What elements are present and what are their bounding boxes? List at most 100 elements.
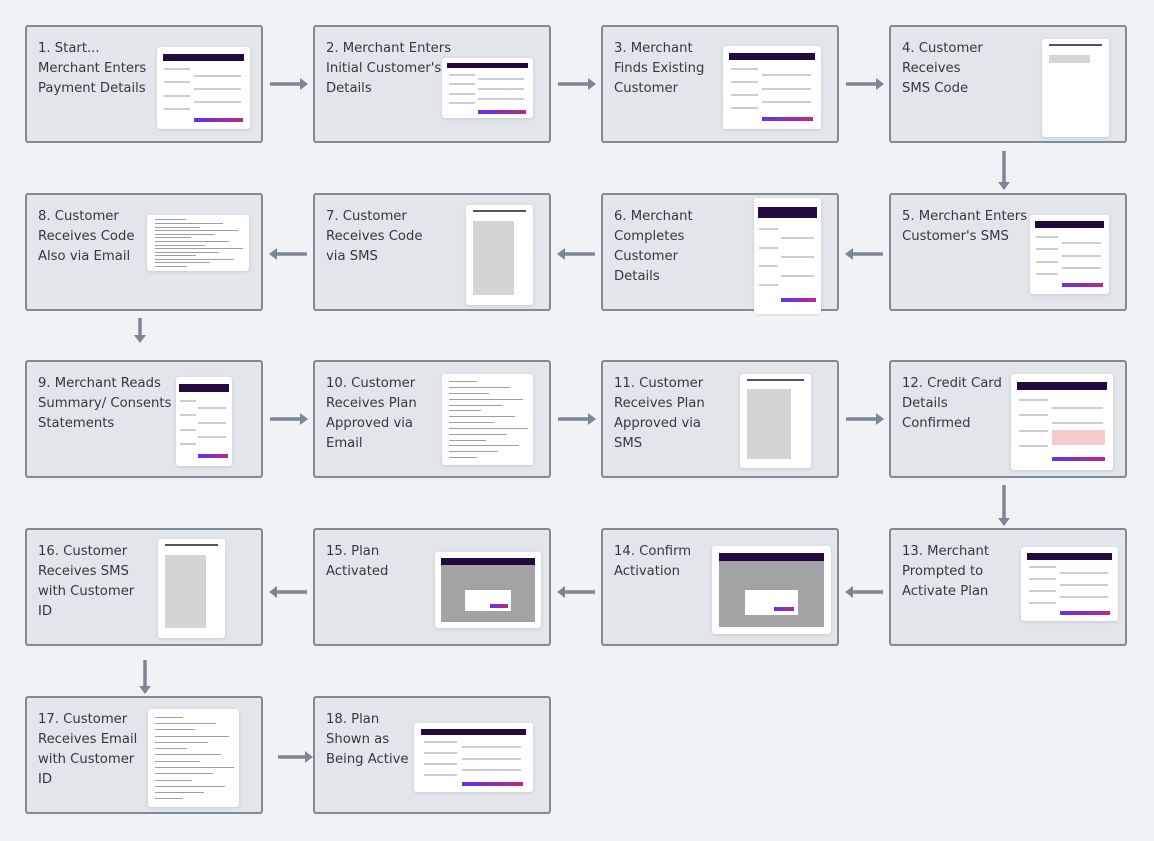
arrow-right bbox=[846, 413, 884, 425]
text-line bbox=[423, 774, 457, 777]
text-line bbox=[155, 779, 192, 781]
app-header-bar bbox=[179, 384, 229, 393]
step-label-line: 5. Merchant Enters bbox=[902, 209, 1028, 224]
step-label-line: Prompted to bbox=[902, 564, 984, 579]
text-line bbox=[423, 763, 457, 766]
screenshot-thumbnail-email-screen bbox=[148, 709, 239, 807]
screenshot-thumbnail-email-screen bbox=[147, 215, 249, 271]
text-line bbox=[155, 773, 213, 775]
step-label-line: Shown as bbox=[326, 732, 390, 747]
app-header-bar bbox=[1034, 221, 1105, 229]
text-line bbox=[155, 266, 187, 268]
text-line bbox=[730, 67, 759, 70]
screenshot-thumbnail-email-screen bbox=[442, 374, 533, 465]
arrow-right bbox=[270, 78, 308, 90]
primary-button bbox=[478, 109, 526, 114]
step-label-line: 1. Start... bbox=[38, 41, 100, 56]
arrow-left bbox=[557, 586, 595, 598]
arrow-left bbox=[557, 248, 595, 260]
text-line bbox=[194, 88, 241, 90]
step-label-line: 8. Customer bbox=[38, 209, 119, 224]
step-label-line: 3. Merchant bbox=[614, 41, 693, 56]
text-line bbox=[1019, 398, 1048, 401]
text-line bbox=[155, 233, 215, 235]
text-line bbox=[762, 100, 812, 103]
app-header-bar bbox=[421, 728, 526, 735]
text-line bbox=[449, 422, 494, 424]
step-label-line: Customer bbox=[614, 249, 679, 264]
text-line bbox=[780, 237, 815, 240]
step-label-line: Receives Code bbox=[38, 229, 135, 244]
text-line bbox=[423, 740, 457, 743]
step-label-line: with Customer bbox=[38, 584, 135, 599]
arrow-left bbox=[845, 248, 883, 260]
text-line bbox=[759, 283, 779, 286]
message-bubble bbox=[472, 221, 515, 295]
text-line bbox=[478, 78, 524, 81]
text-line bbox=[164, 68, 191, 71]
text-line bbox=[155, 251, 220, 253]
text-line bbox=[1028, 566, 1056, 569]
step-label-line: 4. Customer bbox=[902, 41, 983, 56]
text-line bbox=[449, 439, 486, 441]
arrow-down bbox=[134, 318, 146, 343]
step-label-line: Email bbox=[326, 436, 363, 451]
text-line bbox=[759, 246, 779, 249]
step-label-line: 6. Merchant bbox=[614, 209, 693, 224]
text-line bbox=[155, 785, 226, 787]
text-line bbox=[461, 746, 522, 749]
step-label-line: Activation bbox=[614, 564, 681, 579]
primary-button bbox=[461, 782, 524, 787]
text-line bbox=[198, 407, 227, 410]
text-line bbox=[155, 716, 183, 718]
text-line bbox=[164, 94, 191, 97]
text-line bbox=[449, 416, 515, 418]
screenshot-thumbnail-sms-screen bbox=[1042, 39, 1109, 137]
arrow-left bbox=[845, 586, 883, 598]
step-label-line: Details bbox=[326, 81, 372, 96]
text-line bbox=[155, 792, 205, 794]
text-line bbox=[155, 723, 217, 725]
app-header-bar bbox=[1017, 381, 1107, 391]
step-label-line: Details bbox=[614, 269, 660, 284]
primary-button bbox=[762, 117, 814, 122]
text-line bbox=[1059, 595, 1109, 598]
text-line bbox=[155, 748, 188, 750]
step-label-line: Being Active bbox=[326, 752, 409, 767]
text-line bbox=[180, 442, 197, 445]
step-label-line: Receives bbox=[902, 61, 961, 76]
text-line bbox=[449, 404, 503, 406]
text-line bbox=[1028, 589, 1056, 592]
text-line bbox=[449, 451, 499, 453]
text-line bbox=[198, 421, 227, 424]
text-line bbox=[155, 240, 229, 242]
step-label-line: 12. Credit Card bbox=[902, 376, 1002, 391]
text-line bbox=[1061, 254, 1102, 257]
text-line bbox=[449, 92, 475, 95]
app-header-bar bbox=[162, 53, 245, 61]
text-line bbox=[1059, 572, 1109, 575]
step-label-line: 17. Customer bbox=[38, 712, 128, 727]
text-line bbox=[449, 410, 482, 412]
step-label-line: Initial Customer's bbox=[326, 61, 442, 76]
screenshot-thumbnail-app-screen bbox=[1021, 547, 1118, 621]
step-label-line: Receives Plan bbox=[614, 396, 705, 411]
text-line bbox=[1061, 241, 1102, 244]
text-line bbox=[155, 754, 221, 756]
screenshot-thumbnail-modal-screen bbox=[435, 552, 541, 628]
text-line bbox=[164, 81, 191, 84]
text-line bbox=[423, 751, 457, 754]
